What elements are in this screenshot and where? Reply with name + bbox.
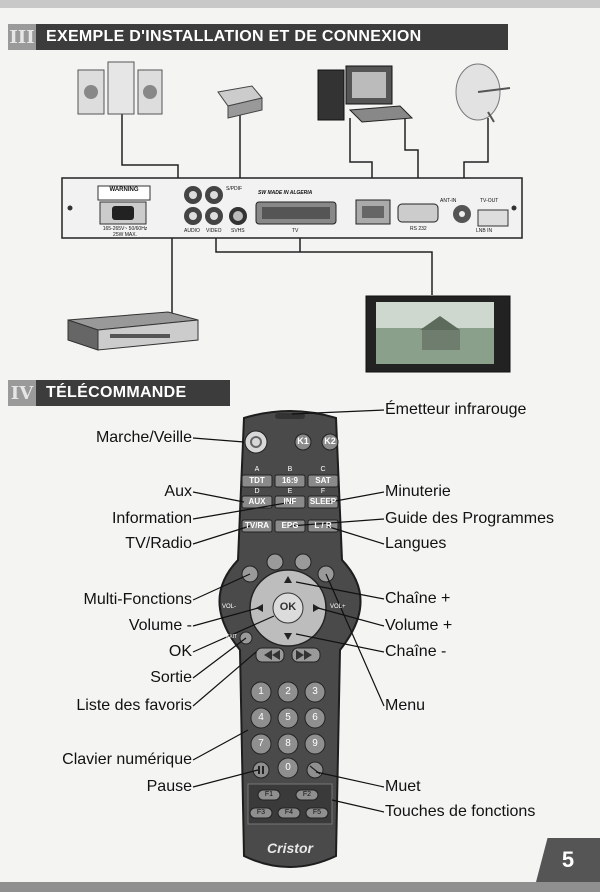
panel-warning: WARNING [109,187,139,193]
panel-spdif: S/PDIF [226,186,243,192]
panel-tv-out: TV-OUT [480,198,499,204]
f1-button[interactable]: F1 [264,791,274,798]
label-exit: Sortie [150,669,192,686]
ok-button[interactable]: OK [279,601,297,613]
panel-tv: TV [292,228,299,234]
label-fn: Touches de fonctions [385,803,536,820]
vol-plus-text: VOL+ [330,604,346,610]
label-aux: Aux [164,483,192,500]
label-vol-plus: Volume + [385,617,453,634]
panel-video: VIDEO [206,228,222,234]
label-ch-plus: Chaîne + [385,590,451,607]
section-4-title: TÉLÉCOMMANDE [46,384,187,401]
label-keypad: Clavier numérique [62,751,192,768]
label-mute: Muet [385,778,421,795]
page-number: 5 [536,838,600,882]
lang-button[interactable]: L / R [314,521,332,530]
panel-svhs: SVHS [231,228,245,234]
key-d-top: D [254,488,260,495]
brand-logo: Cristor [267,840,313,856]
vol-minus-text: VOL- [222,604,237,610]
panel-made-in: SW MADE IN ALGERIA [258,190,313,196]
computer-icon [317,65,414,123]
f5-button[interactable]: F5 [312,809,322,816]
digit-7[interactable]: 7 [258,738,264,749]
label-multi: Multi-Fonctions [83,591,192,608]
label-lang: Langues [385,535,447,552]
dvd-recorder-icon [67,311,199,351]
bottom-bar [0,882,600,892]
panel-ant-in: ANT-IN [440,198,457,204]
key-c-top: C [320,466,326,473]
k2-button[interactable]: K2 [324,436,336,446]
label-epg: Guide des Programmes [385,510,554,527]
label-ch-minus: Chaîne - [385,643,447,660]
epg-button[interactable]: EPG [281,521,299,530]
top-bar [0,0,600,8]
exit-button[interactable]: EXIT [226,634,238,640]
installation-diagram [61,61,523,373]
digit-8[interactable]: 8 [285,738,291,749]
hifi-system-icon [77,61,163,115]
power-button [244,430,268,454]
label-ir: Émetteur infrarouge [385,401,527,418]
key-b-top: B [287,466,293,473]
receiver-back-panel [61,177,523,239]
television-icon [365,295,511,373]
key-f-top: F [320,488,326,495]
digit-0[interactable]: 0 [285,762,291,773]
info-button[interactable]: INF [283,497,297,506]
digit-9[interactable]: 9 [312,738,318,749]
digit-3[interactable]: 3 [312,686,318,697]
panel-power-spec-2: 25W MAX. [113,232,137,238]
key-e-top: E [287,488,293,495]
label-info: Information [111,510,192,527]
label-power: Marche/Veille [95,429,192,446]
sleep-button[interactable]: SLEEP [309,497,337,506]
section-3-header: III EXEMPLE D'INSTALLATION ET DE CONNEXI… [8,24,508,50]
satellite-dish-icon [455,63,511,123]
label-fav: Liste des favoris [76,697,192,714]
f3-button[interactable]: F3 [256,809,266,816]
section-3-number: III [8,24,36,50]
label-menu: Menu [385,697,426,714]
section-4-number: IV [8,380,36,406]
svhs-device-icon [217,85,263,119]
panel-lnb-in: LNB IN [476,228,493,234]
k1-button[interactable]: K1 [297,436,309,446]
label-tvradio: TV/Radio [125,535,192,552]
digit-6[interactable]: 6 [312,712,318,723]
key-a-top: A [254,466,260,473]
panel-audio: AUDIO [184,228,200,234]
label-pause: Pause [146,778,192,795]
section-4-header: IV TÉLÉCOMMANDE [8,380,230,406]
tdt-button[interactable]: TDT [249,476,265,485]
f4-button[interactable]: F4 [284,809,294,816]
label-ok: OK [168,643,192,660]
digit-1[interactable]: 1 [258,686,264,697]
digit-4[interactable]: 4 [258,712,264,723]
panel-rs232: RS 232 [410,226,427,232]
aspect-button[interactable]: 16:9 [281,476,298,485]
digit-5[interactable]: 5 [285,712,291,723]
aux-button[interactable]: AUX [248,497,266,506]
panel-power-spec-1: 165-265V~ 50/60Hz [102,226,148,232]
f2-button[interactable]: F2 [302,791,312,798]
label-vol-minus: Volume - [128,617,192,634]
sat-button[interactable]: SAT [315,476,331,485]
label-sleep: Minuterie [385,483,451,500]
digit-2[interactable]: 2 [285,686,291,697]
tvradio-button[interactable]: TV/RA [245,521,269,530]
section-3-title: EXEMPLE D'INSTALLATION ET DE CONNEXION [46,28,422,45]
